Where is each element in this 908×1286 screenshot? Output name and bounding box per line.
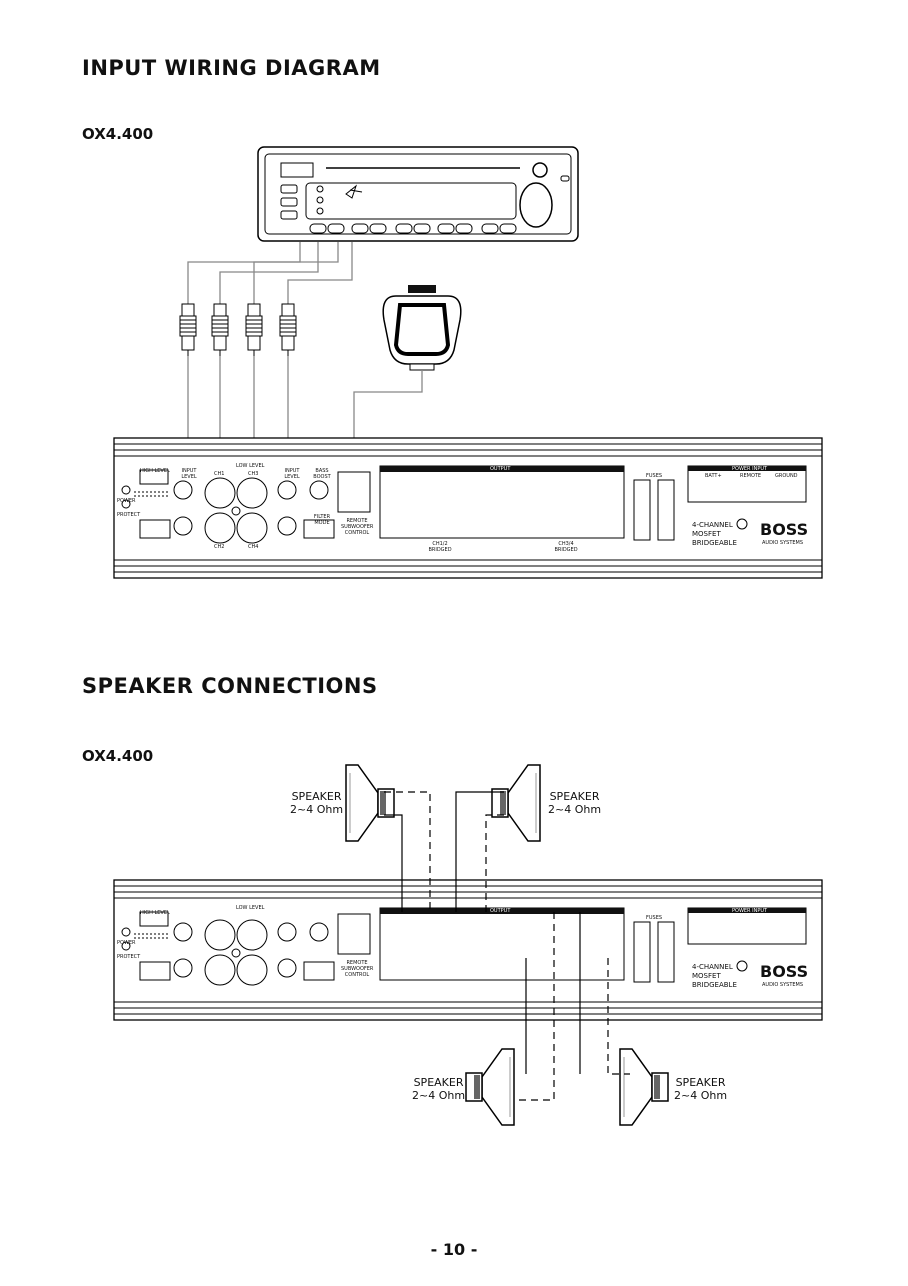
page-number: - 10 - [430, 1240, 478, 1259]
model-label-top: OX4.400 [82, 125, 154, 143]
tagline-3b: BRIDGEABLE [692, 981, 737, 989]
tagline-1b: 4-CHANNEL [692, 963, 733, 971]
power-input-label: POWER INPUT [732, 466, 768, 472]
batt-label: BATT+ [705, 473, 722, 479]
power-led-label-2: POWER [117, 940, 136, 946]
speaker-ohm-text: 2~4 Ohm [674, 1089, 728, 1102]
tagline-3: BRIDGEABLE [692, 539, 737, 547]
ch34-bridged-label: CH3/4 BRIDGED [554, 541, 578, 553]
section-title-speaker-connections: SPEAKER CONNECTIONS [82, 674, 378, 698]
speaker-ohm-text: 2~4 Ohm [548, 803, 602, 816]
low-level-label-2: LOW LEVEL [236, 905, 265, 911]
section-title-input-wiring: INPUT WIRING DIAGRAM [82, 56, 381, 80]
ground-label: GROUND [775, 473, 798, 479]
power-led-label: POWER [117, 498, 136, 504]
ch1-label: CH1 [214, 471, 225, 477]
ch3-label: CH3 [248, 471, 259, 477]
speaker-text: SPEAKER [549, 790, 600, 803]
ch2-label: CH2 [214, 544, 225, 550]
bass-boost-label: BASS BOOST [313, 468, 331, 480]
speaker-ohm-text: 2~4 Ohm [412, 1089, 466, 1102]
low-level-label: LOW LEVEL [236, 463, 265, 469]
speaker-text: SPEAKER [291, 790, 342, 803]
brand-sub: AUDIO SYSTEMS [762, 540, 804, 546]
remote-terminal-label: REMOTE [740, 473, 762, 479]
tagline-1: 4-CHANNEL [692, 521, 733, 529]
speaker-label-top-left: SPEAKER 2~4 Ohm [290, 790, 343, 816]
tagline-2b: MOSFET [692, 972, 721, 980]
remote-subwoofer-control-label-2: REMOTE SUBWOOFER CONTROL [341, 960, 374, 978]
power-input-label-2: POWER INPUT [732, 908, 768, 914]
tagline-2: MOSFET [692, 530, 721, 538]
fuses-label: FUSES [646, 473, 663, 479]
ch4-label: CH4 [248, 544, 259, 550]
high-level-label: HIGH LEVEL [140, 468, 170, 474]
brand-sub-2: AUDIO SYSTEMS [762, 982, 804, 988]
speaker-text: SPEAKER [413, 1076, 464, 1089]
speaker-label-bottom-right: SPEAKER 2~4 Ohm [674, 1076, 727, 1102]
speaker-label-bottom-left: SPEAKER 2~4 Ohm [412, 1076, 465, 1102]
head-unit [257, 146, 579, 242]
output-label-2: OUTPUT [490, 908, 511, 914]
ch12-bridged-label: CH1/2 BRIDGED [428, 541, 452, 553]
input-level-label-right: INPUT LEVEL [284, 468, 300, 480]
speaker-label-top-right: SPEAKER 2~4 Ohm [548, 790, 601, 816]
speaker-ohm-text: 2~4 Ohm [290, 803, 344, 816]
protect-led-label-2: PROTECT [117, 954, 141, 960]
rca-cables [187, 242, 353, 304]
output-label: OUTPUT [490, 466, 511, 472]
protect-led-label: PROTECT [117, 512, 141, 518]
input-level-label-left: INPUT LEVEL [181, 468, 197, 480]
remote-subwoofer-control-label: REMOTE SUBWOOFER CONTROL [341, 518, 374, 536]
filter-mode-label: FILTER MODE [313, 514, 331, 526]
model-label-bottom: OX4.400 [82, 747, 154, 765]
speaker-text: SPEAKER [675, 1076, 726, 1089]
speaker-wires [384, 791, 581, 1074]
high-level-label-2: HIGH LEVEL [140, 910, 170, 916]
brand-logo-2: BOSS [760, 962, 809, 981]
fuses-label-2: FUSES [646, 915, 663, 921]
brand-logo: BOSS [760, 520, 809, 539]
